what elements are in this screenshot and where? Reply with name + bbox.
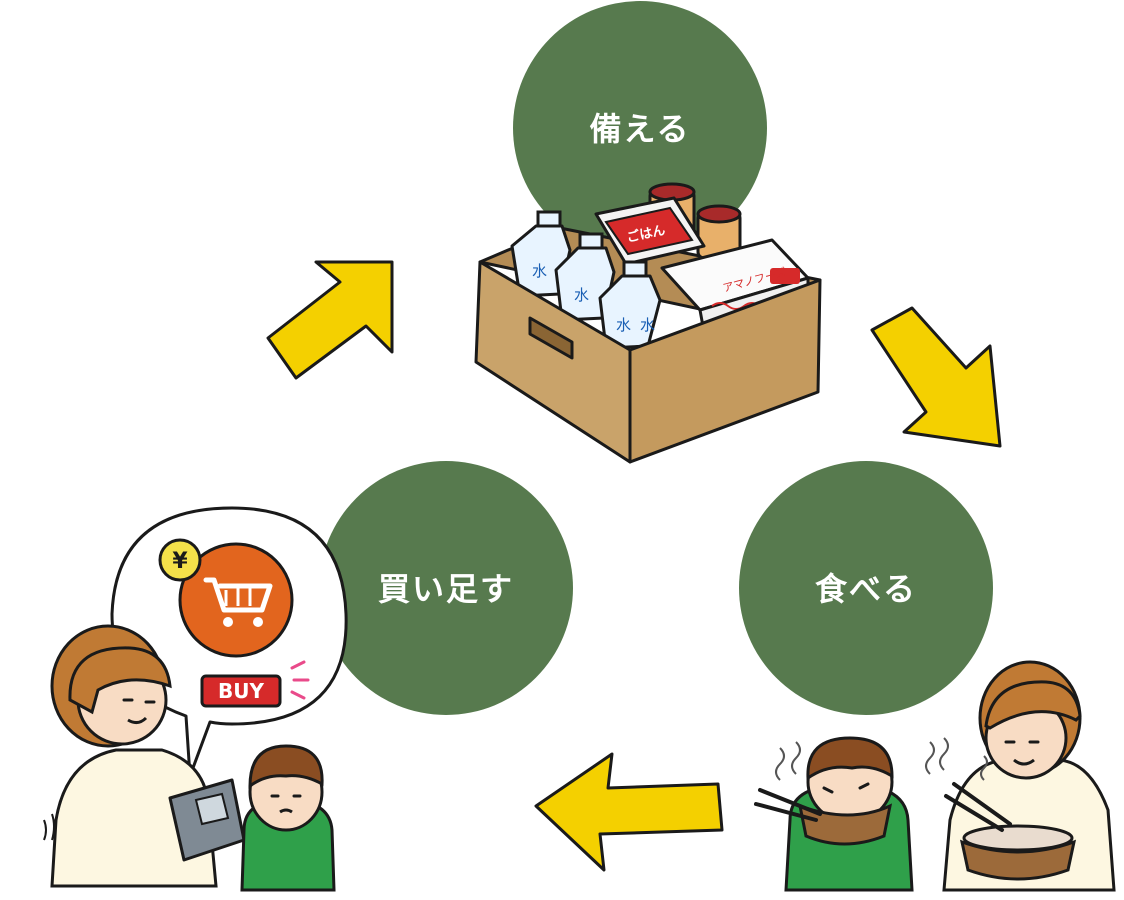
speech-bubble: ¥ BUY <box>110 506 348 778</box>
step-eat-circle <box>739 461 993 715</box>
yen-coin-icon: ¥ <box>158 538 202 582</box>
svg-text:ごはん: ごはん <box>625 222 666 246</box>
mother-shopping <box>43 624 218 888</box>
step-restock: 買い足す <box>319 461 573 715</box>
svg-text:水: 水 <box>532 262 547 280</box>
family-shopping-illustration: ¥ BUY <box>43 506 348 892</box>
rice-package: ごはん <box>594 196 706 266</box>
step-restock-circle <box>319 461 573 715</box>
steam-icon <box>925 737 988 781</box>
step-prepare-label: 備える <box>589 110 690 148</box>
emergency-supply-box-illustration: ごはん アマノフーズ 水 水 水 <box>474 182 822 464</box>
step-eat: 食べる <box>739 461 993 715</box>
svg-text:水: 水 <box>616 316 631 334</box>
svg-text:水: 水 <box>640 316 655 334</box>
boy-eating <box>754 736 914 892</box>
svg-text:BUY: BUY <box>218 679 264 703</box>
step-prepare: 備える <box>513 1 767 255</box>
step-restock-label: 買い足す <box>378 570 514 608</box>
cart-icon <box>178 542 294 658</box>
arrow-up-right-icon <box>266 260 394 380</box>
buy-button-graphic: BUY <box>200 660 310 708</box>
water-bottles: 水 水 水 水 <box>510 210 662 350</box>
svg-text:水: 水 <box>574 286 589 304</box>
step-prepare-circle <box>513 1 767 255</box>
mother-eating <box>925 660 1116 892</box>
arrow-down-right-icon <box>870 306 1002 448</box>
step-eat-label: 食べる <box>815 570 917 608</box>
arrow-left-icon <box>534 752 724 872</box>
boy-shopping <box>240 744 336 892</box>
family-eating-illustration <box>754 660 1116 892</box>
svg-text:¥: ¥ <box>172 549 188 574</box>
